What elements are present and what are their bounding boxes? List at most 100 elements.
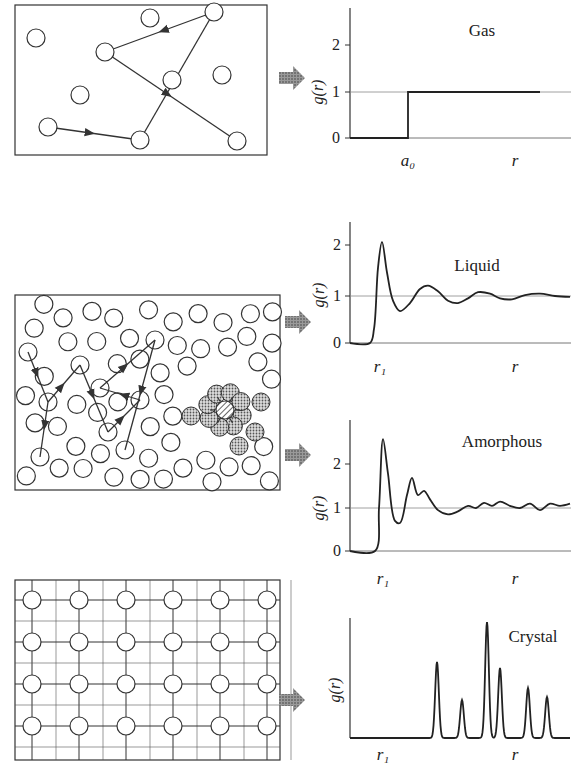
axis-label: r₁ [377,746,390,763]
liquid-atom [59,333,77,351]
liquid-atom [105,309,123,327]
crystal-atom [117,675,135,693]
tick-mark [345,551,350,552]
x-axis [350,343,571,344]
gas-atom [141,9,159,27]
crystal-atom [70,633,88,651]
liquid-atom [131,470,149,488]
x-axis [350,551,571,552]
atom-path [125,395,140,450]
tick-mark [345,45,350,46]
tick-mark [345,508,350,509]
y-axis [349,420,350,551]
crystal-curve [350,622,570,738]
liquid-atom [140,301,158,319]
lattice-line [197,580,198,760]
liquid-atom [67,437,85,455]
gas-atom [27,29,45,47]
liquid-atom [219,338,237,356]
axis-label: r [512,746,519,763]
crystal-atom [23,717,41,735]
lattice-line [15,663,280,664]
lattice-line [15,726,280,727]
liquid-atom [151,364,169,382]
gas-atom [163,71,181,89]
lattice-line [56,580,57,760]
tick-mark [345,343,350,344]
axis-label: r₁ [374,358,387,375]
liquid-atom [241,305,259,323]
atom-path [105,52,171,97]
lattice-line [291,580,292,760]
liquid-atom [91,445,109,463]
liquid-atom [162,433,180,451]
vibration-mark [218,397,221,401]
atom-path [94,399,108,433]
tick-mark [345,92,350,93]
panel-title: Liquid [454,257,499,274]
crystal-atom [164,675,182,693]
atom-path [40,430,44,458]
liquid-atom [220,458,238,476]
lattice-line [15,600,280,601]
gas-atom [131,131,149,149]
gas-atom [213,66,231,84]
liquid-atom [25,319,43,337]
crystal-atom [70,675,88,693]
liquid-atom [260,472,278,490]
atom-path [177,12,214,76]
tick-number: 1 [332,84,340,100]
axis-label: g(r) [311,496,327,521]
lattice-line [15,684,280,685]
arrow-symbol [279,688,305,712]
tick-number: 2 [333,237,341,253]
axis-label: r₁ [377,570,390,587]
tick-number: 2 [333,456,341,472]
crystal-atom [258,633,276,651]
vibration-mark [218,419,221,423]
atom-path [48,384,64,403]
liquid-atom [105,468,123,486]
crystal-atom [164,591,182,609]
liquid-atom [249,353,267,371]
crystal-atom [23,675,41,693]
atom-path [108,416,124,432]
crystal-atom [258,675,276,693]
liquid-atom [242,457,260,475]
liquid-atom [50,459,68,477]
liquid-atom [108,355,126,373]
atom-path [64,365,80,384]
liquid-atom [203,473,221,491]
tick-number: 1 [333,500,341,516]
atom-path [80,365,94,399]
vibration-mark [230,397,233,401]
vibration-mark [210,409,215,410]
panel-title: Gas [469,22,495,39]
atom-path [38,377,48,402]
crystal-atom [258,591,276,609]
crystal-atom [23,591,41,609]
liquid-atom [238,327,256,345]
liquid-box [15,295,280,490]
liquid-atom [68,395,86,413]
y-axis [349,618,350,738]
crystal-box [15,580,280,760]
axis-label: a₀ [401,152,415,169]
crystal-atom [117,717,135,735]
amorphous-curve [350,439,570,553]
gas-atom [228,132,246,150]
liquid-atom [121,329,139,347]
axis-label: r [512,570,519,587]
atom-path [171,97,237,142]
crystal-atom [211,591,229,609]
tick-number: 0 [333,335,341,351]
tick-mark [345,138,350,139]
gas-atom [71,86,89,104]
lattice-line [15,705,280,706]
liquid-atom [189,305,207,323]
arrow-symbol [285,310,311,334]
atom-path [120,394,140,400]
liquid-atom [164,313,182,331]
axis-label: r [512,358,519,375]
liquid-curve [350,242,570,344]
